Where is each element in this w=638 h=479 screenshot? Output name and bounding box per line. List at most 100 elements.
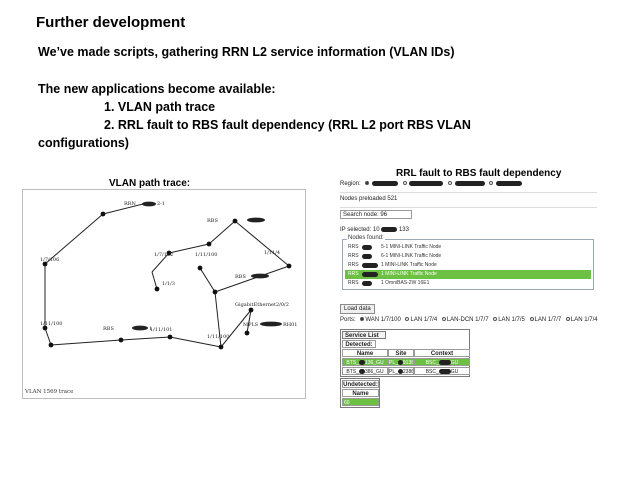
node-prefix: RRS bbox=[348, 271, 359, 277]
diagram-label-rbs-bottom: RBS bbox=[103, 326, 114, 332]
node-text: 6-1 MINI-LINK Traffic Node bbox=[381, 253, 442, 259]
diagram-node-rbs-bottom bbox=[118, 337, 124, 343]
port-label: LAN-DCN 1/7/7 bbox=[446, 317, 489, 323]
service-row-site[interactable]: PL_9138 bbox=[388, 358, 414, 366]
redaction-mark bbox=[362, 263, 378, 268]
region-radio[interactable] bbox=[448, 181, 453, 186]
redaction-mark bbox=[362, 254, 372, 259]
diagram-label-1-11-101: 1/11/101 bbox=[150, 327, 172, 333]
column-context: Context bbox=[414, 349, 470, 357]
nodes-found-legend: Nodes found: bbox=[347, 235, 385, 241]
node-prefix: RRS bbox=[348, 253, 359, 259]
load-data-button[interactable]: Load data bbox=[340, 304, 375, 314]
redaction-mark bbox=[362, 245, 372, 250]
node-item[interactable]: RRS 1 OmniBAS-2W 16E1 bbox=[345, 279, 591, 288]
app-item-rrl: 2. RRL fault to RBS fault dependency (RR… bbox=[104, 118, 471, 132]
redaction-mark bbox=[409, 180, 444, 186]
redaction-mark bbox=[381, 226, 398, 232]
port-radio[interactable] bbox=[405, 317, 410, 322]
node-item[interactable]: RRS 6-1 MINI-LINK Traffic Node bbox=[345, 252, 591, 261]
ip-selected-suffix: 133 bbox=[398, 227, 409, 233]
diagram-node-mpls bbox=[244, 330, 250, 336]
redaction-mark bbox=[372, 180, 399, 186]
diagram-label-rbs-top: RBS bbox=[207, 218, 218, 224]
port-radio[interactable] bbox=[441, 317, 446, 322]
port-label: LAN 1/7/4 bbox=[570, 317, 598, 323]
port-label: WAN 1/7/100 bbox=[365, 317, 401, 323]
diagram-label-gige: GigabitEthernet2/0/2 bbox=[235, 302, 289, 308]
ports-row: Ports: WAN 1/7/100 LAN 1/7/4 LAN-DCN 1/7… bbox=[340, 315, 598, 326]
region-row: Region: bbox=[340, 179, 597, 190]
port-radio[interactable] bbox=[493, 317, 498, 322]
port-radio[interactable] bbox=[529, 317, 534, 322]
column-name: Name bbox=[342, 349, 388, 357]
region-radio[interactable] bbox=[402, 181, 407, 186]
diagram-label-rrn: RRN bbox=[124, 201, 137, 207]
service-row-context[interactable]: BSC_GU bbox=[414, 367, 470, 375]
diagram-node-gige bbox=[248, 307, 254, 313]
apps-heading: The new applications become available: bbox=[38, 82, 276, 96]
service-row-context[interactable]: BSC_GU bbox=[414, 358, 470, 366]
load-row: Load data bbox=[340, 304, 597, 315]
diagram-caption: VLAN 1569 trace bbox=[25, 389, 74, 395]
nodes-preloaded: Nodes preloaded 521 bbox=[340, 196, 398, 202]
redaction-mark bbox=[362, 281, 372, 286]
diagram-label-1-7-106: 1/7/106 bbox=[40, 257, 59, 263]
node-text: 1 OmniBAS-2W 16E1 bbox=[381, 280, 430, 286]
diagram-label-1-11-4: 1/11/4 bbox=[264, 250, 280, 256]
diagram-node-rbs-top bbox=[232, 218, 238, 224]
vlan-trace-graph: RRN 2-1 RBS 1/7/106 1/11/4 1/7/102 1/11/… bbox=[40, 201, 298, 350]
nodes-found-list: Nodes found: RRS 5-1 MINI-LINK Traffic N… bbox=[342, 235, 594, 290]
ip-selected-prefix: IP selected: 10 bbox=[340, 227, 380, 233]
diagram-label-1-11-100c: 1/11/100 bbox=[207, 334, 229, 340]
port-label: LAN 1/7/5 bbox=[498, 317, 525, 323]
undetected-column-name: Name bbox=[342, 389, 379, 397]
vlan-caption: VLAN path trace: bbox=[109, 178, 191, 189]
region-radio[interactable] bbox=[365, 181, 370, 186]
redaction-mark bbox=[454, 180, 485, 186]
search-node-input[interactable]: Search node: 96 bbox=[340, 210, 412, 219]
node-item[interactable]: RRS 1 MINI-LINK Traffic Node bbox=[345, 261, 591, 270]
port-radio[interactable] bbox=[360, 317, 365, 322]
service-row-name[interactable]: BTS_386_GU bbox=[342, 367, 388, 375]
diagram-node-1-11-100c bbox=[218, 344, 224, 350]
redaction-mark bbox=[496, 180, 523, 186]
diagram-label-rbs-bottom-suffix: 1 bbox=[149, 326, 152, 332]
diagram-node-rbs-right bbox=[212, 289, 218, 295]
service-row-name[interactable]: BTS_136_GU bbox=[342, 358, 388, 366]
port-radio[interactable] bbox=[565, 317, 570, 322]
service-row-site[interactable]: PL_2386 bbox=[388, 367, 414, 375]
search-row: Search node: 96 bbox=[340, 210, 597, 221]
diagram-node-left-bottom bbox=[48, 342, 54, 348]
node-item-selected[interactable]: RRS 1 MINI-LINK Traffic Node bbox=[345, 270, 591, 279]
rrl-caption: RRL fault to RBS fault dependency bbox=[396, 168, 562, 179]
diagram-label-1-1-3: 1/1/3 bbox=[162, 281, 175, 287]
port-label: LAN 1/7/7 bbox=[534, 317, 562, 323]
redaction-mark bbox=[362, 272, 378, 277]
diagram-node-1-7-106 bbox=[42, 261, 48, 267]
diagram-label-1-11-100b: 1/11/100 bbox=[40, 321, 62, 327]
node-item[interactable]: RRS 5-1 MINI-LINK Traffic Node bbox=[345, 243, 591, 252]
ports-label: Ports: bbox=[340, 317, 356, 323]
undetected-table: Undetected: Name 60 bbox=[340, 378, 380, 408]
intro-line: We’ve made scripts, gathering RRN L2 ser… bbox=[38, 45, 455, 59]
rrl-dependency-app: Region: Nodes preloaded 521 Search node:… bbox=[338, 179, 599, 425]
node-prefix: RRS bbox=[348, 244, 359, 250]
node-text: 5-1 MINI-LINK Traffic Node bbox=[381, 244, 442, 250]
node-prefix: RRS bbox=[348, 262, 359, 268]
region-label: Region: bbox=[340, 181, 361, 187]
ip-selected-row: IP selected: 10 133 bbox=[340, 225, 597, 236]
region-radio[interactable] bbox=[489, 181, 494, 186]
diagram-node-1-11-4 bbox=[286, 263, 292, 269]
diagram-label-1-7-102: 1/7/102 bbox=[154, 252, 173, 258]
detected-label: Detected: bbox=[342, 340, 376, 348]
diagram-label-mpls-suffix: RH01 bbox=[283, 322, 298, 328]
diagram-node-1-11-100a bbox=[206, 241, 212, 247]
diagram-label-1-11-100a: 1/11/100 bbox=[195, 252, 217, 258]
diagram-node-1-1-3 bbox=[154, 286, 160, 292]
diagram-label-rbs-right: RBS bbox=[235, 274, 246, 280]
diagram-label-mpls: MPLS bbox=[243, 322, 259, 328]
undetected-row[interactable]: 60 bbox=[342, 398, 379, 406]
vlan-trace-diagram: RRN 2-1 RBS 1/7/106 1/11/4 1/7/102 1/11/… bbox=[22, 189, 306, 399]
service-list-header: Service List bbox=[342, 331, 386, 339]
